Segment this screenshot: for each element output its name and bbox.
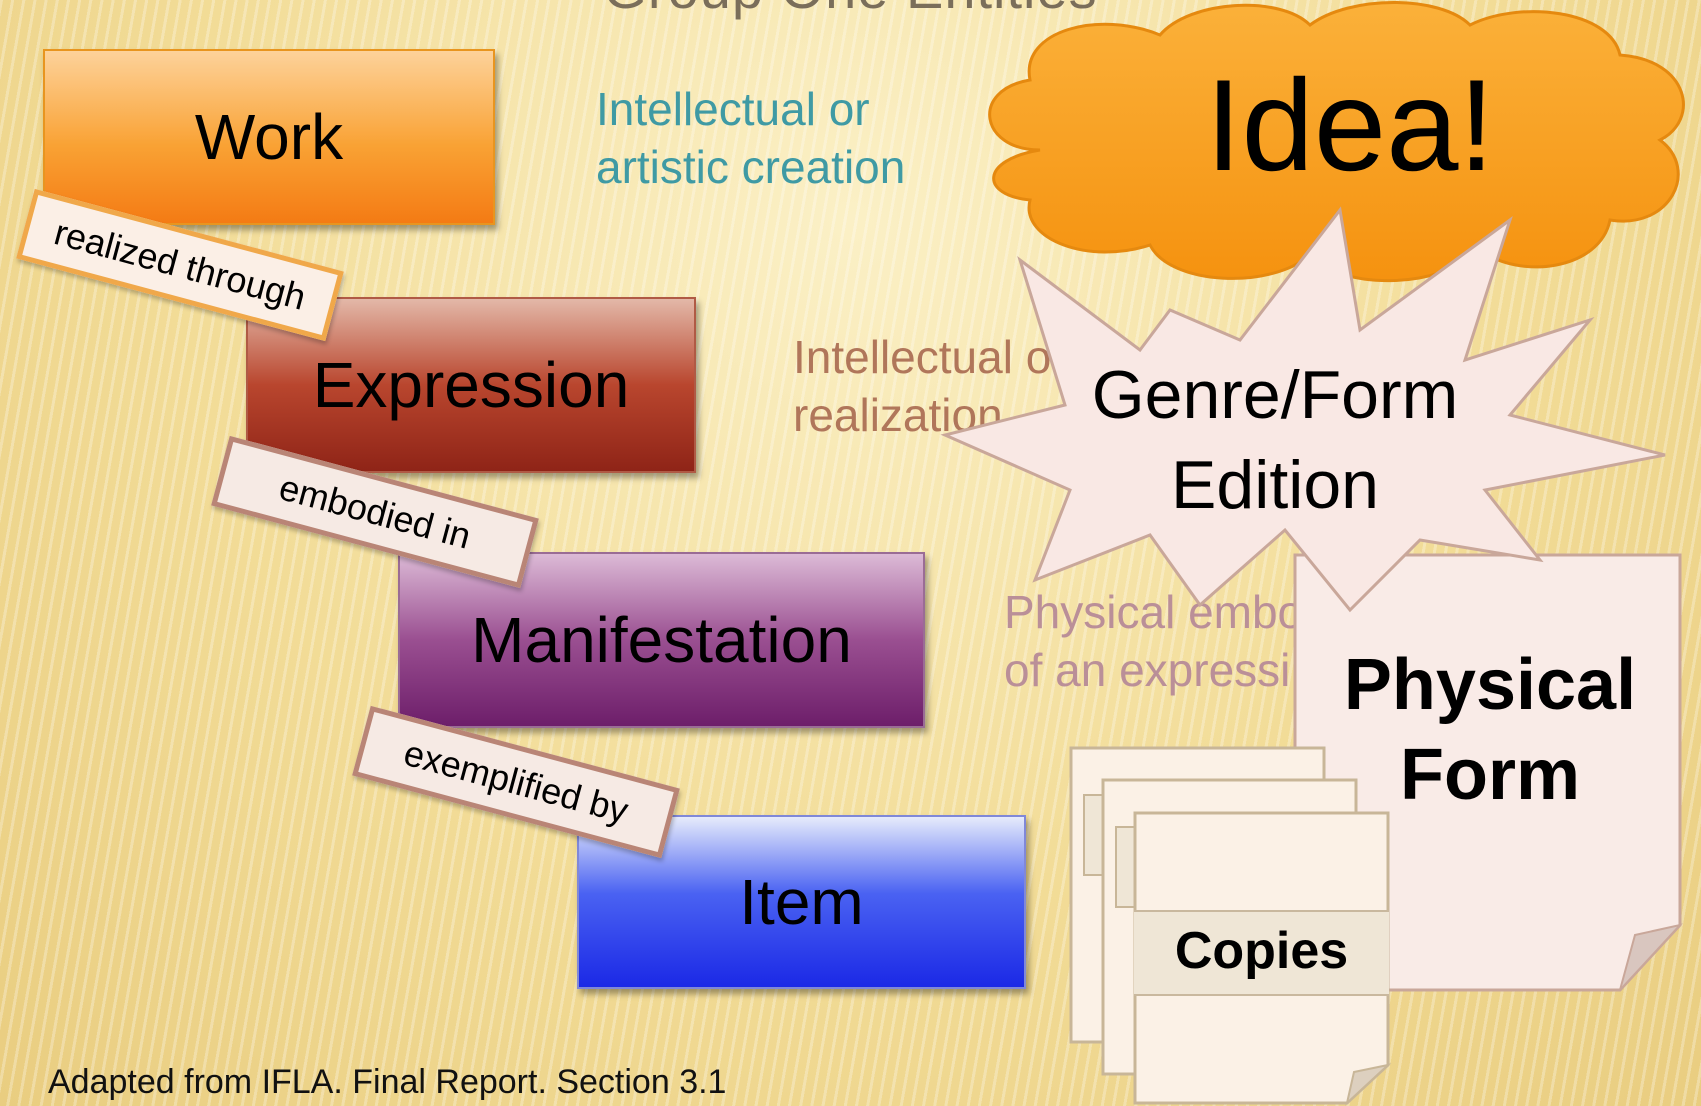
manifestation-description: Physical embo of an expressi	[1004, 583, 1303, 699]
genre-form-starburst-shape	[940, 206, 1666, 613]
genre-form-line1: Genre/Form	[1091, 357, 1459, 433]
manifestation-label: Manifestation	[471, 604, 852, 676]
item-label: Item	[739, 866, 864, 938]
manifestation-description-line1: Physical embo	[1004, 586, 1304, 638]
work-description: Intellectual or artistic creation	[596, 80, 905, 196]
genre-form-line2: Edition	[1171, 447, 1379, 523]
physical-form-label: Physical Form	[1300, 640, 1680, 820]
copies-label-band	[1134, 910, 1389, 996]
genre-form-label: Genre/Form Edition	[1035, 350, 1515, 530]
slide-title: Group One Entities	[0, 0, 1701, 21]
work-description-line2: artistic creation	[596, 141, 906, 193]
physical-form-line1: Physical	[1343, 645, 1637, 725]
work-description-line1: Intellectual or	[596, 83, 870, 135]
idea-label: Idea!	[1205, 52, 1495, 198]
work-entity-box: Work	[43, 49, 495, 225]
source-credit: Adapted from IFLA. Final Report. Section…	[48, 1063, 727, 1101]
expression-description: Intellectual or realization	[793, 328, 1067, 444]
manifestation-description-line2: of an expressi	[1004, 644, 1291, 696]
manifestation-entity-box: Manifestation	[398, 552, 925, 728]
work-label: Work	[194, 101, 344, 173]
expression-description-line1: Intellectual or	[793, 331, 1067, 383]
idea-cloud-shape	[988, 1, 1685, 283]
relationship-exemplified-by: exemplified by	[352, 705, 680, 859]
copies-label: Copies	[1174, 922, 1349, 980]
physical-form-line2: Form	[1400, 735, 1580, 815]
expression-label: Expression	[312, 349, 630, 421]
